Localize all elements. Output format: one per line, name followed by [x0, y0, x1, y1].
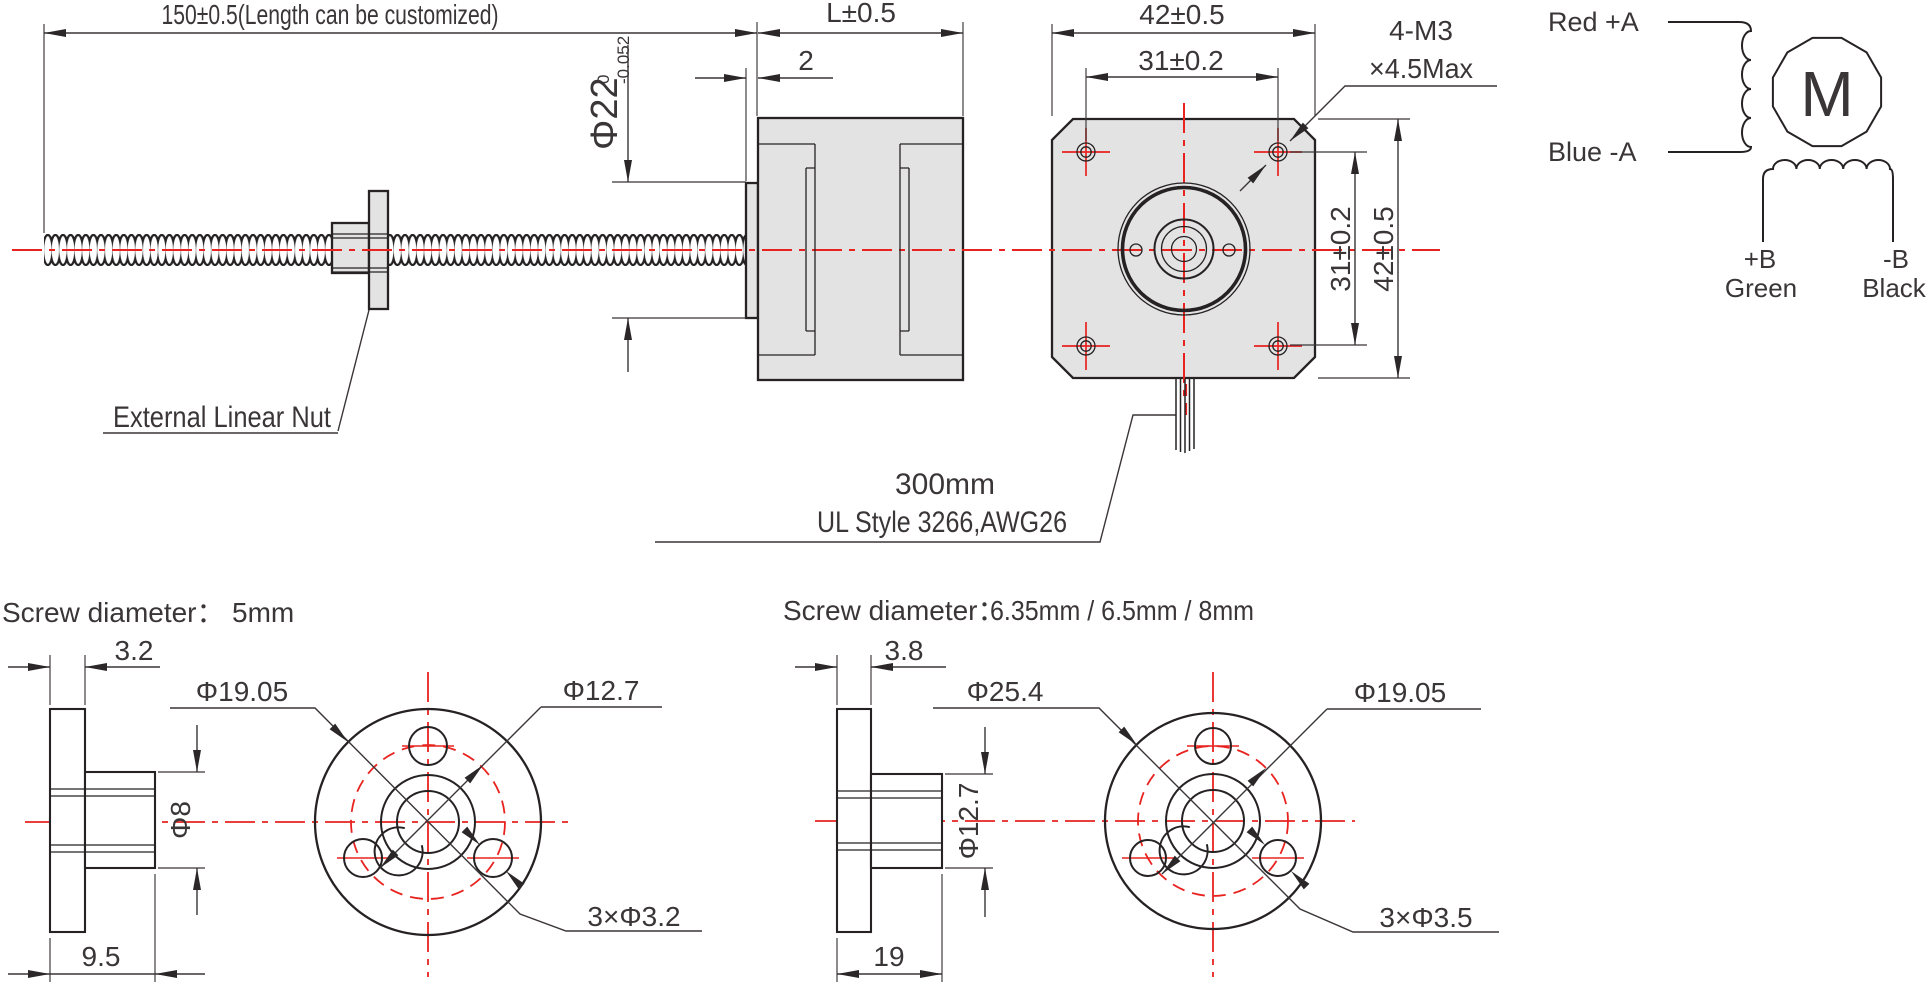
side-view-linework: [43, 22, 1176, 543]
wire-bundle: [1175, 379, 1195, 453]
dim-body-length-label: L±0.5: [826, 0, 896, 28]
front-view-linework: [1051, 24, 1497, 453]
large-nut-hole-right: [1259, 839, 1297, 877]
large-nut-bore-lines: [837, 790, 942, 851]
small-nut-flange-dia-label: Φ19.05: [196, 676, 288, 707]
cable-spec-label: UL Style 3266,AWG26: [817, 506, 1067, 539]
small-nut-hub: [380, 774, 476, 870]
mount-hole-note-line2: ×4.5Max: [1369, 53, 1473, 84]
small-nut-leader-12-7: [379, 706, 662, 869]
small-nut-thread-arc: [373, 826, 424, 877]
large-nut-heading-value: 6.35mm / 6.5mm / 8mm: [990, 595, 1254, 626]
small-nut-leader-19-05: [170, 707, 702, 932]
dim-boss-dia-tol-lower: -0.052: [614, 36, 633, 84]
motor-symbol-label: M: [1800, 58, 1853, 130]
small-nut-mount-holes-label: 3×Φ3.2: [587, 901, 680, 932]
shaft-circle: [1160, 225, 1208, 273]
hub-circle: [1153, 218, 1215, 280]
motor-circle: [1771, 36, 1883, 148]
screw-hole-circle: [1170, 235, 1198, 263]
pilot-circle-ring: [1120, 185, 1248, 313]
mount-holes: [1076, 142, 1288, 356]
large-nut-flange-side: [835, 707, 873, 934]
small-nut-sleeve-dia-label: Φ8: [165, 801, 196, 839]
phase-a-neg-label: Blue -A: [1548, 137, 1637, 167]
dim-boss-length-label: 2: [798, 45, 814, 76]
large-nut-leader-19-05: [1161, 708, 1481, 875]
dim-height-label: 42±0.5: [1368, 206, 1399, 291]
large-nut-sleeve-dia-label: Φ12.7: [953, 783, 984, 860]
small-nut-collar: [396, 790, 460, 854]
motor-body-steps: [758, 143, 963, 356]
large-nut-heading-label: Screw diameter：: [783, 595, 1006, 626]
large-nut-leader-25-4: [933, 707, 1499, 933]
filled-shapes: [44, 116, 1317, 382]
phase-a-coil: [1668, 21, 1753, 153]
small-nut-face-outline: [313, 707, 543, 937]
large-nut-views: [795, 655, 1499, 982]
small-nut-total-length-label: 9.5: [82, 941, 121, 972]
wiring-diagram: [1668, 21, 1894, 242]
small-nut-flange-side: [48, 707, 87, 934]
dim-hole-spacing-h-label: 31±0.2: [1138, 45, 1223, 76]
phase-b-coil: [1762, 159, 1894, 242]
small-nut-bolt-circle: [350, 744, 506, 900]
small-nut-heading-label: Screw diameter：: [2, 597, 225, 628]
large-nut-total-length-label: 19: [873, 941, 904, 972]
large-nut-flange-dia-label: Φ25.4: [967, 676, 1044, 707]
small-nut-views: [8, 655, 702, 982]
mount-hole-crosshairs: [1062, 128, 1302, 370]
small-nut-heading-value: 5mm: [232, 597, 294, 628]
small-nut-hole-right: [473, 838, 513, 878]
dim-length-label: 150±0.5(Length can be customized): [162, 0, 499, 30]
small-nut-hole-ticks: [337, 745, 519, 859]
phase-b-pos-label: +B: [1744, 244, 1777, 274]
dim-hole-spacing-v-label: 31±0.2: [1325, 206, 1356, 291]
large-nut-hole-left: [1129, 839, 1167, 877]
small-nut-hole-left: [343, 838, 383, 878]
large-nut-hub: [1165, 773, 1261, 869]
dim-width-label: 42±0.5: [1139, 0, 1224, 30]
dim-boss-dia-tol-upper: 0: [594, 75, 613, 84]
large-nut-face-outline: [1103, 711, 1323, 931]
phase-a-pos-label: Red +A: [1548, 7, 1639, 37]
nut-label: External Linear Nut: [113, 401, 332, 434]
large-nut-mount-holes-label: 3×Φ3.5: [1379, 902, 1472, 933]
small-nut-bolt-circle-label: Φ12.7: [563, 675, 640, 706]
phase-b-neg-color-label: Black: [1862, 273, 1927, 303]
dim-boss-dia-label: Φ22: [584, 77, 626, 150]
cable-length-label: 300mm: [895, 468, 995, 501]
nut-leader: [103, 309, 370, 434]
face-screw-right: [1222, 243, 1236, 257]
phase-b-neg-label: -B: [1883, 244, 1909, 274]
small-nut-hole-top: [408, 726, 448, 766]
small-nut-sleeve-side: [83, 770, 157, 870]
large-nut-sleeve-side: [869, 772, 944, 870]
large-nut-bolt-circle-label: Φ19.05: [1354, 677, 1446, 708]
nut-bore-lines: [332, 233, 388, 273]
cable-leader: [655, 414, 1176, 543]
dim-boss-dia-label-group: Φ22 0 -0.052: [584, 36, 633, 150]
pilot-circle-outer: [1117, 182, 1251, 316]
mount-hole-note-line1: 4-M3: [1389, 15, 1453, 46]
large-nut-flange-thickness-label: 3.8: [885, 635, 924, 666]
small-nut-flange-thickness-label: 3.2: [115, 635, 154, 666]
phase-b-pos-color-label: Green: [1725, 273, 1797, 303]
small-nut-bore-lines: [50, 788, 155, 853]
face-screw-left: [1129, 243, 1143, 257]
large-nut-collar: [1181, 789, 1245, 853]
large-nut-hole-top: [1194, 727, 1232, 765]
large-nut-bolt-circle: [1137, 745, 1289, 897]
linear-nut-sleeve: [330, 221, 371, 275]
